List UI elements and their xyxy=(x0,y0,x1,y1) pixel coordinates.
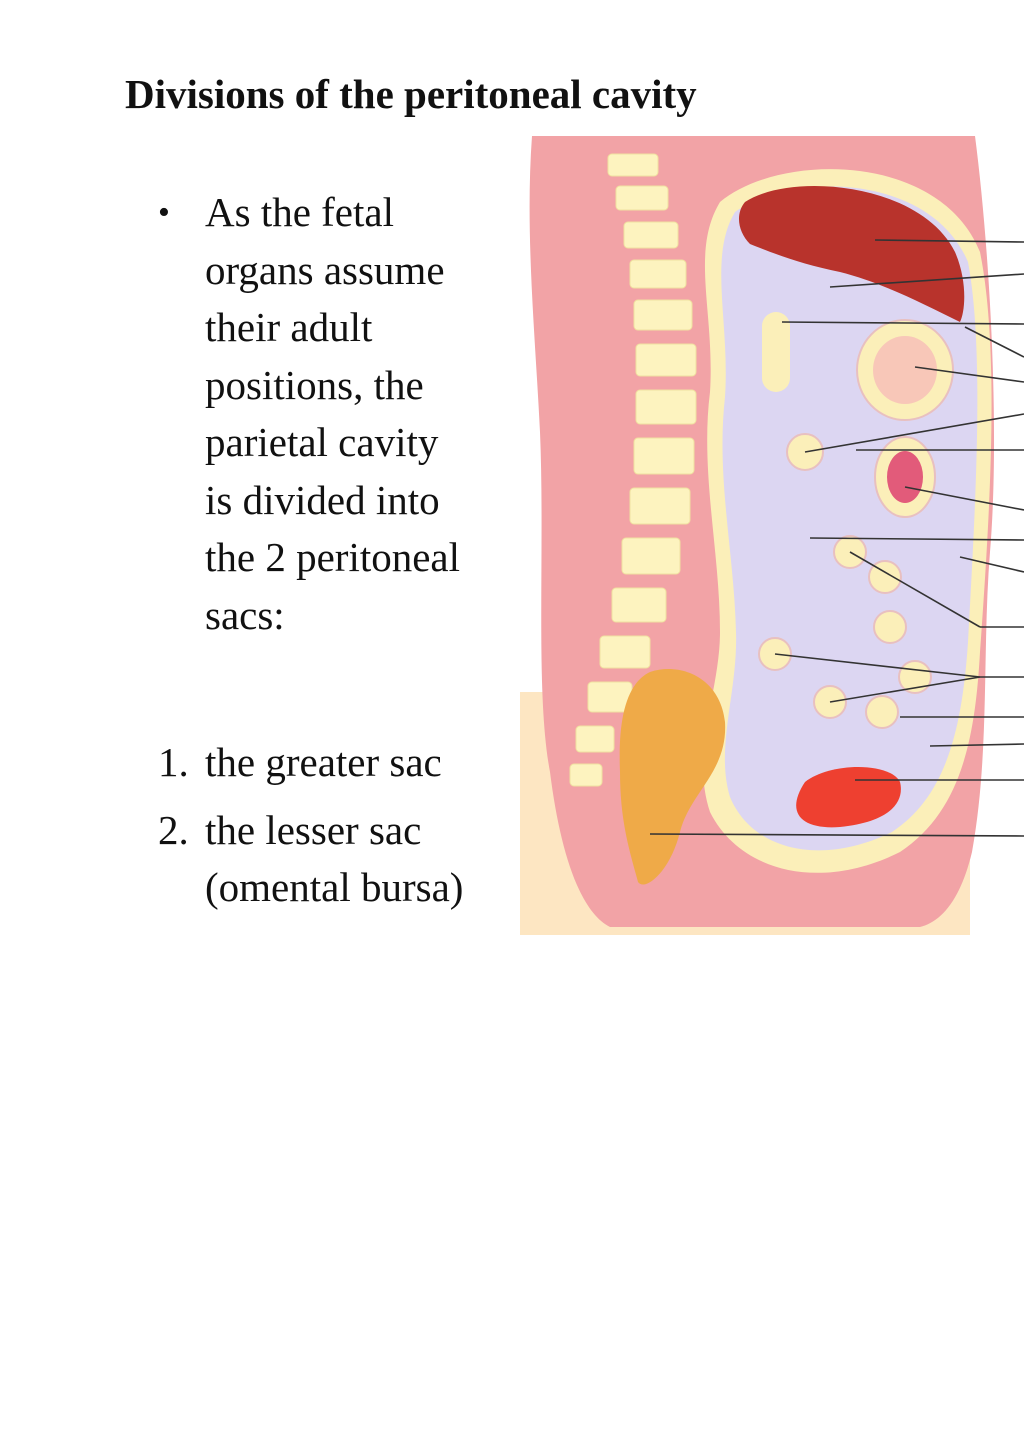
bowel-loop xyxy=(868,560,902,594)
leader-line xyxy=(914,366,1024,383)
leader-line xyxy=(929,743,1024,747)
bullet-line: is divided into xyxy=(205,476,440,523)
vertebra xyxy=(623,221,679,249)
stomach-inner xyxy=(873,336,937,404)
rectum xyxy=(619,669,726,885)
bullet-marker: • xyxy=(158,194,170,231)
spine xyxy=(569,153,697,787)
vertebra xyxy=(575,725,615,753)
leader-line xyxy=(849,551,981,628)
list-item-line: (omental bursa) xyxy=(205,864,464,910)
list-item: 1. the greater sac xyxy=(158,734,496,792)
bullet-line: organs assume xyxy=(205,246,445,293)
pancreas xyxy=(762,312,790,392)
bullet-text: As the fetal organs assume their adult p… xyxy=(205,184,496,644)
transverse-colon-inner xyxy=(887,451,923,503)
leader-line xyxy=(804,413,1024,453)
vertebra xyxy=(599,635,651,669)
slide-title: Divisions of the peritoneal cavity xyxy=(125,71,697,117)
list-item: 2. the lesser sac (omental bursa) xyxy=(158,802,496,917)
text-column: • As the fetal organs assume their adult… xyxy=(158,184,496,927)
list-item-line: the greater sac xyxy=(205,739,442,785)
bladder xyxy=(796,767,901,828)
vertebra xyxy=(607,153,659,177)
list-item-line: the lesser sac xyxy=(205,806,422,853)
list-number: 2. xyxy=(158,806,189,853)
leader-line xyxy=(649,833,1024,837)
list-number: 1. xyxy=(158,739,189,785)
label-leader-lines xyxy=(649,239,1024,837)
bullet-point: • As the fetal organs assume their adult… xyxy=(158,184,496,644)
vertebra xyxy=(629,259,687,289)
vertebra xyxy=(635,343,697,377)
vertebra xyxy=(633,437,695,475)
bullet-line: As the fetal xyxy=(205,189,394,235)
bullet-line: sacs: xyxy=(205,591,285,638)
liver xyxy=(738,186,965,322)
leader-line xyxy=(774,653,981,678)
leader-line xyxy=(781,321,1024,325)
vertebra xyxy=(615,185,669,211)
vertebra xyxy=(635,389,697,425)
list-item-text: the lesser sac (omental bursa) xyxy=(205,802,463,917)
leader-line xyxy=(904,486,1024,511)
leader-line xyxy=(829,273,1024,288)
bullet-line: parietal cavity xyxy=(205,419,439,465)
list-item-text: the greater sac xyxy=(205,734,442,792)
bowel-loop xyxy=(865,695,899,729)
bowel-loop xyxy=(873,610,907,644)
peritoneal-cavity-illustration xyxy=(520,136,1024,935)
leader-line xyxy=(874,239,1024,243)
bullet-line: positions, the xyxy=(205,361,424,408)
vertebra xyxy=(629,487,691,525)
leader-line xyxy=(809,537,1024,541)
leader-line xyxy=(959,556,1024,573)
numbered-list: 1. the greater sac 2. the lesser sac (om… xyxy=(158,734,496,917)
leader-line xyxy=(964,326,1024,358)
vertebra xyxy=(633,299,693,331)
bullet-line: their adult xyxy=(205,304,373,350)
vertebra xyxy=(611,587,667,623)
vertebra xyxy=(621,537,681,575)
vertebra xyxy=(569,763,603,787)
leader-line xyxy=(829,676,981,703)
bullet-line: the 2 peritoneal xyxy=(205,534,461,580)
